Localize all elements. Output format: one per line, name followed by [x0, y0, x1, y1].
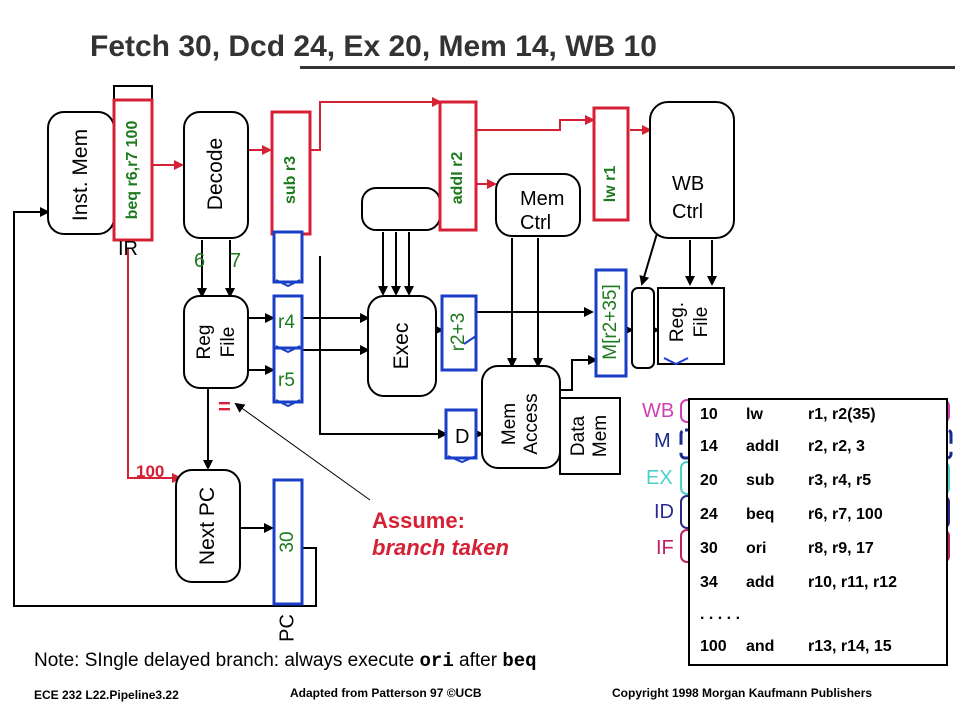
- reg-file-wb-block: [657, 287, 725, 365]
- mem-out-register: [594, 268, 628, 378]
- assume-line2: branch taken: [372, 535, 509, 560]
- program-op: sub: [746, 472, 775, 489]
- program-op: add: [746, 574, 775, 591]
- data-mem-label: Data Mem: [568, 414, 611, 458]
- reg-file-wb-label: Reg. File: [667, 301, 712, 343]
- title-underline: [300, 66, 955, 69]
- pc-register: [272, 478, 304, 606]
- note-code-beq: beq: [502, 650, 537, 672]
- wb-ctrl-label: WB Ctrl: [672, 173, 705, 223]
- data-mem-block: [559, 397, 621, 475]
- reg-a-label: r4: [278, 312, 295, 333]
- pc-label: PC: [276, 614, 299, 642]
- mem-wb-register: [592, 106, 630, 222]
- stage-ex-label: EX: [646, 467, 673, 489]
- assume-line1: Assume:: [372, 508, 465, 533]
- reg-a-register: [272, 294, 304, 350]
- slide-title: Fetch 30, Dcd 24, Ex 20, Mem 14, WB 10: [90, 30, 657, 63]
- next-pc-label: Next PC: [196, 486, 219, 566]
- rt-label: 7: [230, 250, 242, 272]
- program-addr: 20: [700, 472, 718, 489]
- program-args: r10, r11, r12: [808, 574, 897, 591]
- stage-m-label: M: [654, 430, 671, 452]
- rs-label: 6: [194, 250, 206, 272]
- reg-b-register: [272, 346, 304, 404]
- inst-mem-label: Inst. Mem: [69, 128, 92, 222]
- ex-mem-register: [438, 100, 478, 232]
- next-pc-block: [175, 469, 241, 583]
- program-row: . . . . .: [690, 600, 946, 632]
- program-addr: 14: [700, 438, 718, 455]
- mem-access-label: Mem Access: [499, 393, 542, 455]
- note-mid: after: [453, 650, 503, 671]
- mem-ctrl-label: Mem Ctrl: [520, 188, 565, 234]
- exec-label: Exec: [390, 322, 413, 370]
- branch-target-label: 100: [136, 462, 165, 481]
- id-ex-label: sub r3: [282, 155, 299, 205]
- program-args: r2, r2, 3: [808, 438, 865, 455]
- program-args: r6, r7, 100: [808, 506, 883, 523]
- reg-b-label: r5: [278, 370, 295, 391]
- program-addr: 10: [700, 406, 718, 423]
- d-register: [444, 408, 478, 460]
- program-row: 24 beq r6, r7, 100: [690, 500, 946, 532]
- program-row: 14 addI r2, r2, 3: [690, 432, 946, 464]
- branch-assumption: Assume: branch taken: [372, 507, 509, 561]
- program-args: r1, r2(35): [808, 406, 876, 423]
- alu-out-label: r2+3: [448, 312, 469, 352]
- stage-wb-label: WB: [642, 400, 675, 422]
- program-addr: 34: [700, 574, 718, 591]
- program-addr: 24: [700, 506, 718, 523]
- reg-blank: [272, 230, 304, 284]
- program-args: r8, r9, 17: [808, 540, 874, 557]
- program-row: 20 sub r3, r4, r5: [690, 466, 946, 498]
- program-op: addI: [746, 438, 779, 455]
- program-row: 30 ori r8, r9, 17: [690, 534, 946, 566]
- program-addr: 30: [700, 540, 718, 557]
- equals-label: =: [218, 394, 231, 419]
- stage-if-label: IF: [656, 537, 674, 559]
- if-id-register: [112, 98, 154, 242]
- program-addr: . . . . .: [700, 606, 741, 623]
- wb-latch: [631, 287, 655, 369]
- program-row: 34 add r10, r11, r12: [690, 568, 946, 600]
- wb-ctrl-block: [649, 101, 735, 239]
- reg-file-label: Reg File: [194, 324, 239, 360]
- ir-label: IR: [118, 238, 138, 260]
- note-prefix: Note: SIngle delayed branch: always exec…: [34, 650, 420, 671]
- id-ex-register: [270, 110, 312, 236]
- program-op: lw: [746, 406, 763, 423]
- decode-block: [183, 111, 249, 239]
- program-args: r13, r14, 15: [808, 638, 892, 655]
- program-args: r3, r4, r5: [808, 472, 872, 489]
- d-label: D: [455, 426, 470, 448]
- program-op: and: [746, 638, 775, 655]
- delayed-branch-note: Note: SIngle delayed branch: always exec…: [34, 650, 537, 672]
- ir-cap: [113, 85, 153, 101]
- ex-mem-label: addI r2: [449, 151, 466, 205]
- pc-value-label: 30: [277, 531, 298, 553]
- mem-ctrl-block: [495, 173, 581, 237]
- exec-ctrl-block: [361, 187, 441, 231]
- footer-center: Adapted from Patterson 97 ©UCB: [290, 686, 482, 700]
- program-row: 100 and r13, r14, 15: [690, 632, 946, 664]
- reg-file-block: [183, 295, 249, 389]
- mem-out-label: M[r2+35]: [600, 284, 621, 360]
- decode-label: Decode: [204, 137, 227, 211]
- program-addr: 100: [700, 638, 727, 655]
- program-table: 10 lw r1, r2(35) 14 addI r2, r2, 3 20 su…: [688, 398, 948, 666]
- footer-right: Copyright 1998 Morgan Kaufmann Publisher…: [612, 686, 873, 700]
- note-code-ori: ori: [419, 650, 454, 672]
- program-op: ori: [746, 540, 767, 557]
- mem-wb-label: lw r1: [602, 165, 619, 203]
- exec-block: [367, 295, 437, 397]
- stage-id-label: ID: [654, 501, 674, 523]
- program-row: 10 lw r1, r2(35): [690, 400, 946, 432]
- program-op: beq: [746, 506, 775, 523]
- alu-out-register: [440, 294, 478, 372]
- if-id-label: beq r6,r7 100: [124, 120, 141, 220]
- footer-left: ECE 232 L22.Pipeline3.22: [34, 688, 179, 702]
